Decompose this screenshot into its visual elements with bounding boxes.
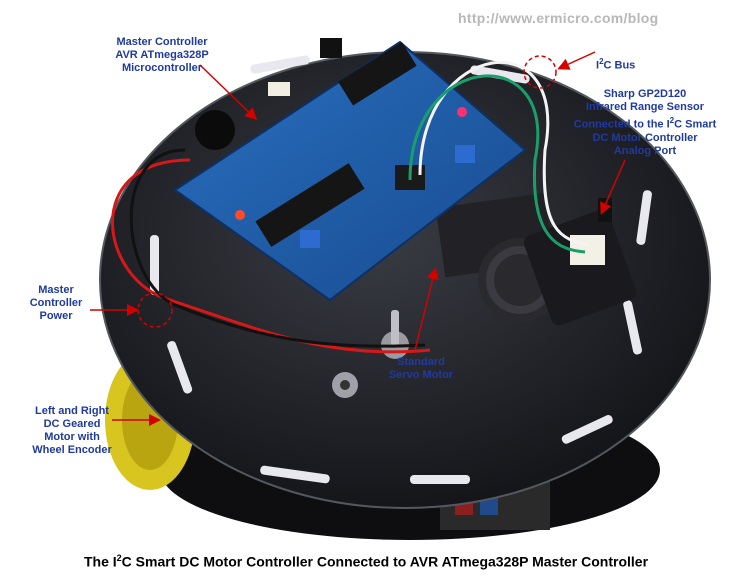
label-master-controller: Master Controller AVR ATmega328P Microco… [115,36,209,74]
watermark: http://www.ermicro.com/blog [458,10,659,26]
i2c-bus-marker [523,55,557,89]
label-ir-sensor: Sharp GP2D120 Infrared Range Sensor Conn… [573,88,717,157]
label-motors: Left and Right DC Geared Motor with Whee… [32,405,112,456]
label-i2c-bus: I2C Bus [596,57,636,72]
figure-caption: The I2C Smart DC Motor Controller Connec… [83,553,649,570]
power-marker [137,292,173,328]
label-master-power: Master Controller Power [29,284,83,322]
wiring [111,61,591,354]
callout-arrows [90,51,626,426]
label-servo: Standard Servo Motor [388,356,454,381]
robot-photo [90,38,711,540]
